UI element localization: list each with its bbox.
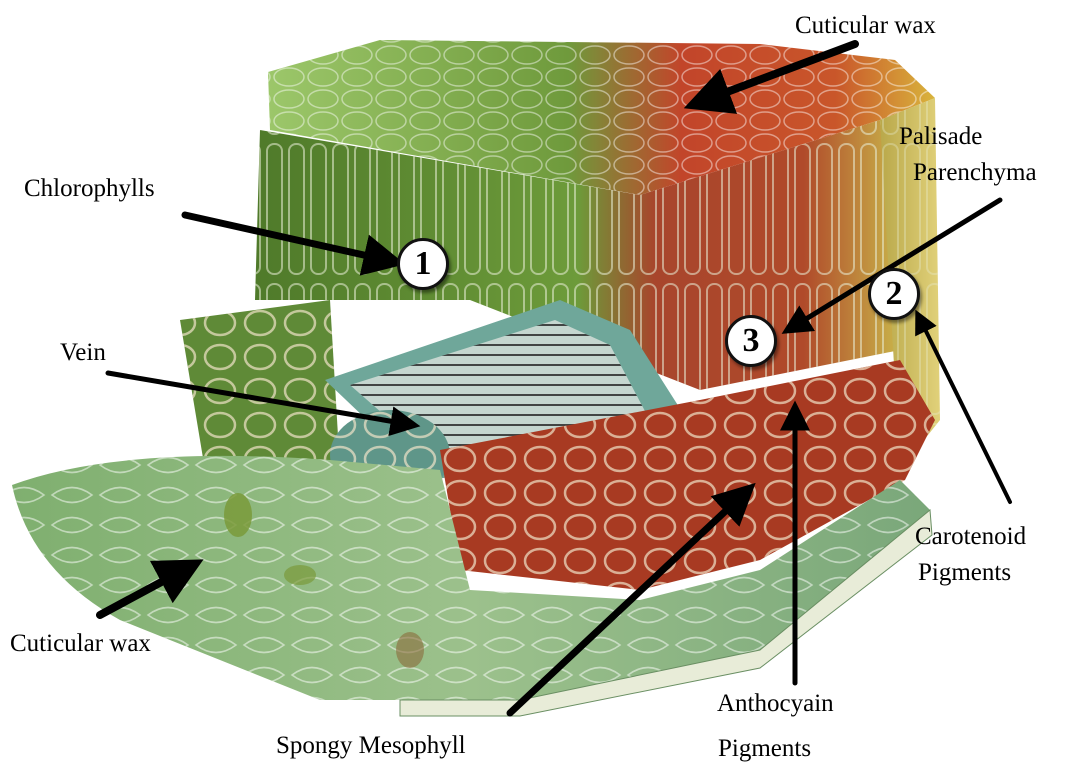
label-palisade-line1: Palisade — [899, 122, 982, 151]
label-cuticular-wax-bottom: Cuticular wax — [10, 629, 151, 658]
marker-1-badge: 1 — [397, 238, 449, 290]
label-palisade-line2: Parenchyma — [913, 158, 1037, 187]
marker-3-badge: 3 — [725, 315, 777, 367]
label-chlorophylls: Chlorophylls — [24, 174, 155, 203]
marker-2-badge: 2 — [868, 268, 920, 320]
left-spongy-block — [180, 300, 340, 470]
label-anthocyain-line1: Anthocyain — [717, 689, 834, 718]
label-spongy-mesophyll: Spongy Mesophyll — [276, 731, 466, 760]
label-cuticular-wax-top: Cuticular wax — [795, 11, 936, 40]
label-carotenoid-line2: Pigments — [918, 558, 1011, 587]
label-anthocyain-line2: Pigments — [718, 734, 811, 763]
label-vein: Vein — [60, 338, 106, 367]
label-carotenoid-line1: Carotenoid — [915, 522, 1026, 551]
